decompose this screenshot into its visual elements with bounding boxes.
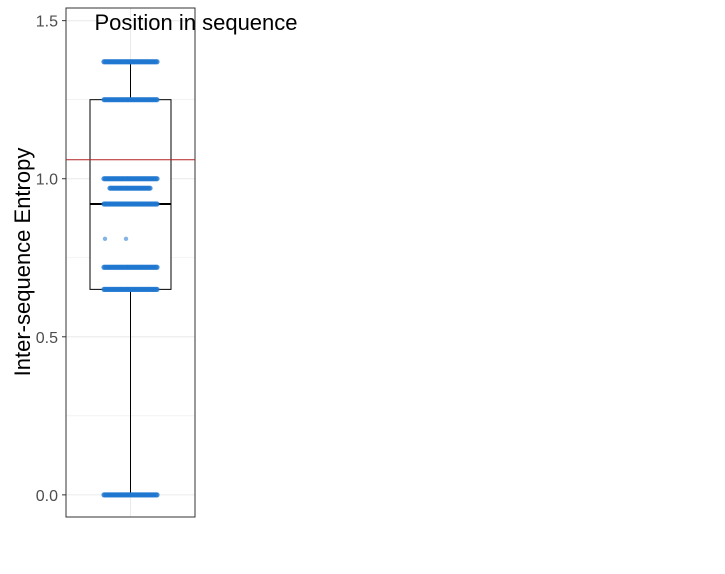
data-point — [154, 492, 160, 498]
y-tick-label: 1.0 — [36, 172, 58, 189]
chart-title: Position in sequence — [94, 10, 297, 35]
data-point — [154, 264, 160, 270]
y-tick-label: 1.5 — [36, 14, 58, 31]
y-axis: 0.0 0.5 1.0 1.5 — [36, 14, 66, 505]
data-point — [154, 97, 160, 103]
data-point — [154, 201, 160, 207]
y-tick-label: 0.5 — [36, 330, 58, 347]
data-point — [154, 59, 160, 65]
data-point — [123, 236, 129, 241]
data-point — [154, 286, 160, 292]
data-point — [154, 176, 160, 182]
boxplot — [89, 61, 172, 495]
y-tick-label: 0.0 — [36, 488, 58, 505]
data-point — [102, 236, 108, 241]
data-points — [101, 59, 160, 498]
data-point — [147, 185, 153, 191]
y-axis-label: Inter-sequence Entropy — [10, 148, 35, 377]
panel-border — [65, 7, 196, 518]
box-iqr — [89, 99, 172, 290]
